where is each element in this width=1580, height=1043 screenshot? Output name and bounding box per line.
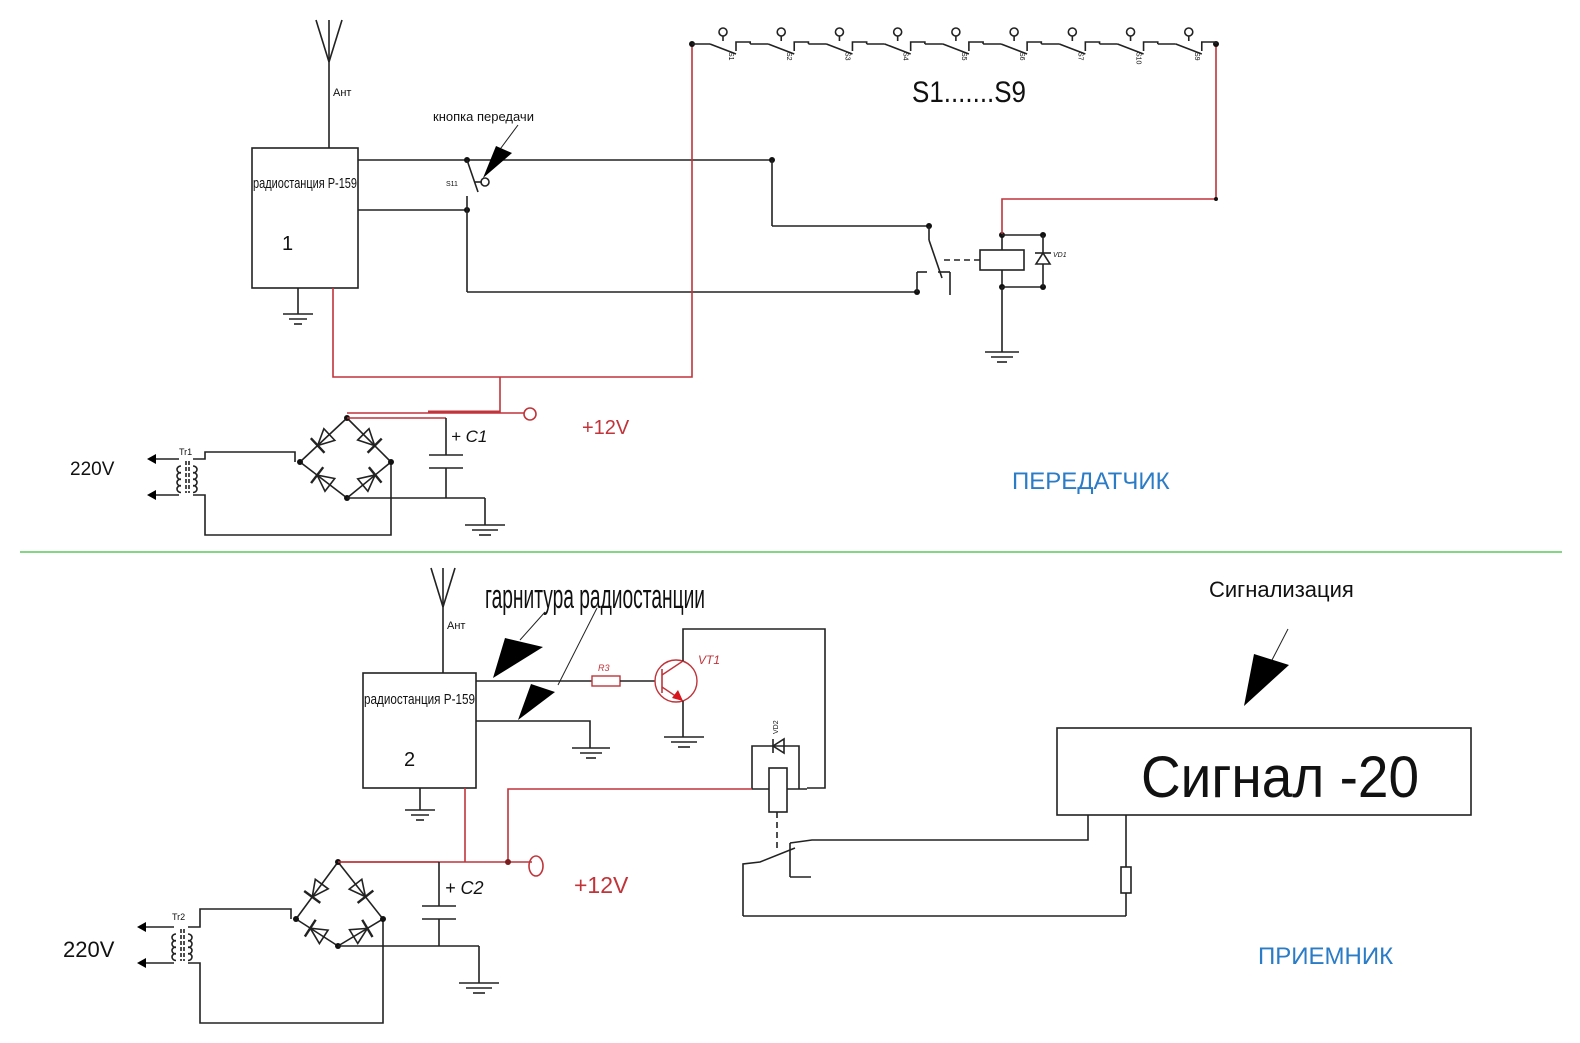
switch-chain: S1 S2 S3 S4 S5 S6 S7 S10 S9	[692, 27, 1217, 65]
power-supply-1	[147, 415, 505, 536]
ptt-label: кнопка передачи	[433, 109, 534, 124]
ptt-pointer-arrow	[483, 124, 519, 178]
switches-caption: S1.......S9	[912, 76, 1026, 109]
ground-icon	[985, 351, 1019, 363]
radio-station-2-label: радиостанция Р-159	[364, 691, 475, 708]
ground-icon	[405, 809, 435, 821]
transistor-vt1-icon	[654, 659, 698, 703]
diode-vd1-label: VD1	[1053, 252, 1067, 259]
alarm-panel-label: Сигнал -20	[1141, 745, 1419, 810]
ground-icon	[465, 524, 505, 536]
switch-label: S2	[785, 52, 792, 61]
ground-icon	[664, 736, 704, 748]
capacitor-icon	[429, 418, 463, 498]
capacitor-c2-label: + C2	[445, 878, 484, 898]
switch-s1: S1	[692, 27, 752, 61]
alarm-pointer-arrow	[1244, 628, 1289, 706]
pushbutton-icon	[776, 27, 787, 37]
antenna-icon	[315, 19, 343, 148]
diode-bridge-icon	[293, 859, 386, 949]
receiver-title: ПРИЕМНИК	[1258, 943, 1393, 970]
pushbutton-icon	[951, 27, 961, 37]
transistor-vt1-label: VT1	[698, 653, 720, 667]
radio-station-2-box	[362, 672, 477, 789]
mains-arrow-icon	[147, 454, 156, 464]
switch-s3: S3	[808, 27, 868, 61]
ground-icon	[459, 982, 499, 994]
switch-label: S10	[1135, 52, 1142, 65]
relay-1-contact	[916, 226, 980, 295]
transmitter-section: Ант радиостанция Р-159 1 S11 кнопка пере…	[70, 19, 1219, 536]
relay-2-contact	[742, 815, 1126, 917]
supply-terminal-2	[528, 855, 544, 877]
switch-s5: S5	[924, 27, 984, 61]
headset-label: гарнитура радиостанции	[485, 578, 705, 616]
alarm-caption: Сигнализация	[1209, 577, 1354, 602]
relay-1-coil	[979, 232, 1046, 290]
ground-icon	[283, 288, 313, 325]
transformer-icon	[171, 929, 193, 962]
capacitor-icon	[422, 862, 456, 946]
ptt-switch	[466, 159, 490, 210]
mains-arrow-icon	[137, 922, 146, 932]
transformer-2-label: Tr2	[172, 912, 185, 922]
radio-station-1-box	[251, 147, 359, 289]
radio-station-2-number: 2	[404, 749, 415, 771]
transmitter-title: ПЕРЕДАТЧИК	[1012, 468, 1170, 495]
supply-label-1: +12V	[582, 417, 630, 439]
switch-label: S3	[843, 52, 850, 61]
switch-label: S6	[1018, 52, 1025, 61]
transformer-icon	[176, 461, 198, 494]
mains-label-1: 220V	[70, 459, 115, 480]
switch-s4: S4	[866, 27, 926, 61]
switch-s10: S10	[1099, 27, 1159, 65]
diode-bridge-icon	[297, 415, 394, 501]
receiver-section: Ант радиостанция Р-159 2 гарнитура радио…	[63, 567, 1472, 1024]
switch-s7: S7	[1041, 27, 1101, 61]
alarm-panel-box	[1056, 727, 1472, 816]
switch-label: S4	[902, 52, 909, 61]
pushbutton-icon	[1067, 27, 1078, 37]
switch-label: S9	[1193, 52, 1200, 61]
switch-label: S7	[1076, 52, 1083, 61]
pushbutton-icon	[834, 27, 845, 37]
supply-label-2: +12V	[574, 872, 629, 898]
pushbutton-icon	[892, 27, 903, 37]
diode-vd2-icon	[771, 737, 785, 755]
diode-vd2-label: VD2	[773, 720, 780, 734]
power-supply-2	[137, 859, 499, 1024]
resistor-r3-icon	[591, 675, 621, 687]
relay-2-coil	[751, 745, 807, 813]
mains-arrow-icon	[137, 958, 146, 968]
pushbutton-icon	[1009, 27, 1019, 37]
switch-s9: S9	[1157, 27, 1217, 61]
resistor-r3-label: R3	[598, 663, 610, 673]
pushbutton-icon	[1125, 27, 1136, 37]
resistor-end-of-line-icon	[1120, 866, 1132, 894]
supply-terminal-1	[523, 407, 537, 421]
switch-label: S1	[727, 52, 734, 61]
antenna-icon	[430, 567, 456, 673]
diode-vd1-icon	[1034, 235, 1052, 287]
ground-icon	[572, 747, 610, 759]
radio-station-1-number: 1	[282, 233, 293, 255]
pushbutton-icon	[1183, 27, 1194, 37]
switch-s6: S6	[983, 27, 1043, 61]
antenna-label: Ант	[447, 620, 465, 632]
antenna-label: Ант	[333, 87, 351, 99]
mains-arrow-icon	[147, 490, 156, 500]
switch-label: S5	[960, 52, 967, 61]
ptt-switch-label: S11	[446, 181, 458, 188]
headset-pointer-arrows	[493, 607, 598, 720]
radio-station-1-label: радиостанция Р-159	[253, 175, 357, 192]
mains-label-2: 220V	[63, 937, 115, 962]
transformer-1-label: Tr1	[179, 447, 192, 457]
capacitor-c1-label: + C1	[451, 427, 487, 446]
pushbutton-icon	[718, 27, 728, 37]
switch-s2: S2	[750, 27, 810, 61]
